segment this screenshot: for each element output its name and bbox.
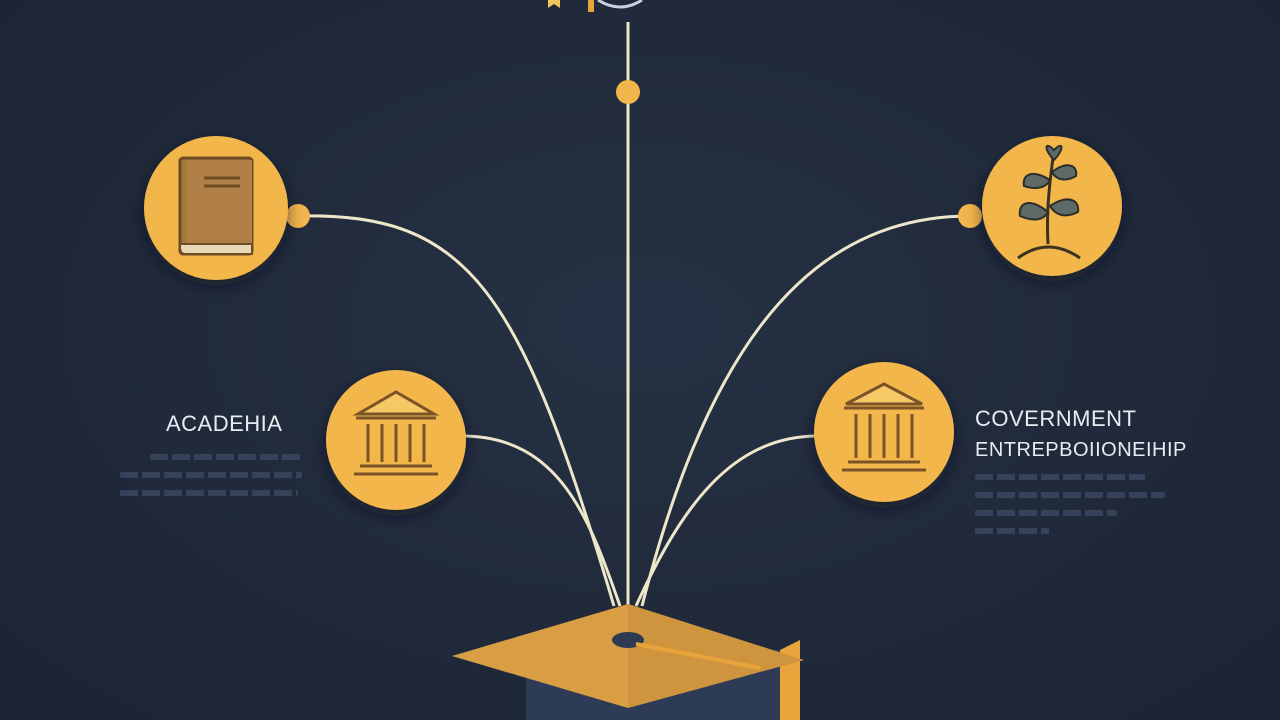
connector-entrepreneurship <box>640 214 971 607</box>
top-connector-dot <box>616 80 640 104</box>
government-institution-icon <box>842 382 926 472</box>
graduation-cap-icon <box>452 604 804 720</box>
placeholder-line <box>120 472 302 478</box>
connector-academia <box>461 434 622 607</box>
connector-dot-entrepreneurship <box>958 204 982 228</box>
entrepreneurship-placeholder-text <box>975 474 1165 546</box>
sprout-icon <box>1017 144 1081 260</box>
academia-institution-icon <box>352 390 440 476</box>
connector-dot-book <box>286 204 310 228</box>
placeholder-line <box>975 510 1117 516</box>
academia-placeholder-text <box>120 454 304 508</box>
placeholder-line <box>975 474 1145 480</box>
academia-label: ACADEHIA <box>166 411 283 436</box>
connector-book <box>297 214 616 607</box>
government-label: COVERNMENT <box>975 406 1137 431</box>
placeholder-line <box>975 492 1165 498</box>
placeholder-line <box>150 454 304 460</box>
book-icon <box>178 156 254 256</box>
placeholder-line <box>120 490 298 496</box>
connector-government <box>634 434 819 607</box>
top-cap-fragment <box>548 0 643 12</box>
entrepreneurship-label: ENTREPBOIIONEIHIP <box>975 439 1187 461</box>
placeholder-line <box>975 528 1049 534</box>
